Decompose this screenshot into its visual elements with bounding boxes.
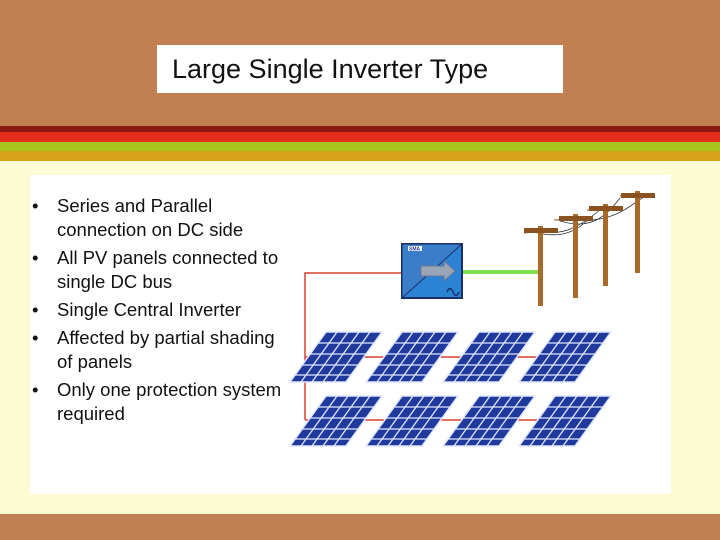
bullet-list: Series and Parallel connection on DC sid… [30,194,290,430]
solar-panel-icon [442,395,536,447]
bullet-item: Series and Parallel connection on DC sid… [30,194,290,242]
utility-pole-icon [523,191,655,306]
solar-panel-icon [365,395,459,447]
ac-line [460,232,542,274]
stripe-gold [0,151,720,161]
inverter-icon: SMA [401,243,464,300]
bullet-item: Single Central Inverter [30,298,290,322]
bullet-item: All PV panels connected to single DC bus [30,246,290,294]
stripe-red [0,132,720,142]
title-box: Large Single Inverter Type [157,45,563,93]
bullet-item: Affected by partial shading of panels [30,326,290,374]
footer-band [0,514,720,540]
inverter-brand-label: SMA [409,247,421,253]
slide-title: Large Single Inverter Type [172,53,489,84]
bullet-item: Only one protection system required [30,378,290,426]
stripe-green [0,142,720,151]
solar-panel-icon [518,395,612,447]
stripe-dark-red [0,126,720,132]
solar-panel-icon [289,395,383,447]
